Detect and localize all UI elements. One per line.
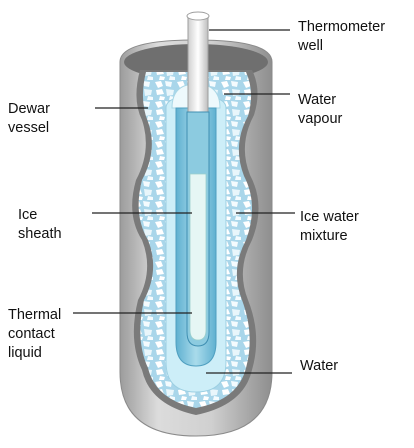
thermometer-well-opening — [186, 11, 210, 21]
label-water-vapour: Water vapour — [298, 92, 343, 127]
label-water: Water — [300, 358, 339, 374]
label-ice-sheath: Ice sheath — [18, 207, 62, 242]
leader-lines — [73, 29, 295, 374]
label-thermal-contact-liquid: Thermal contact liquid — [8, 307, 62, 361]
label-ice-water-mixture: Ice water mixture — [300, 209, 359, 244]
thermal-contact-liquid — [189, 173, 207, 341]
label-thermometer-well: Thermometer well — [298, 19, 386, 54]
label-dewar-vessel: Dewar vessel — [8, 101, 50, 136]
thermometer-well-stem — [187, 15, 209, 113]
